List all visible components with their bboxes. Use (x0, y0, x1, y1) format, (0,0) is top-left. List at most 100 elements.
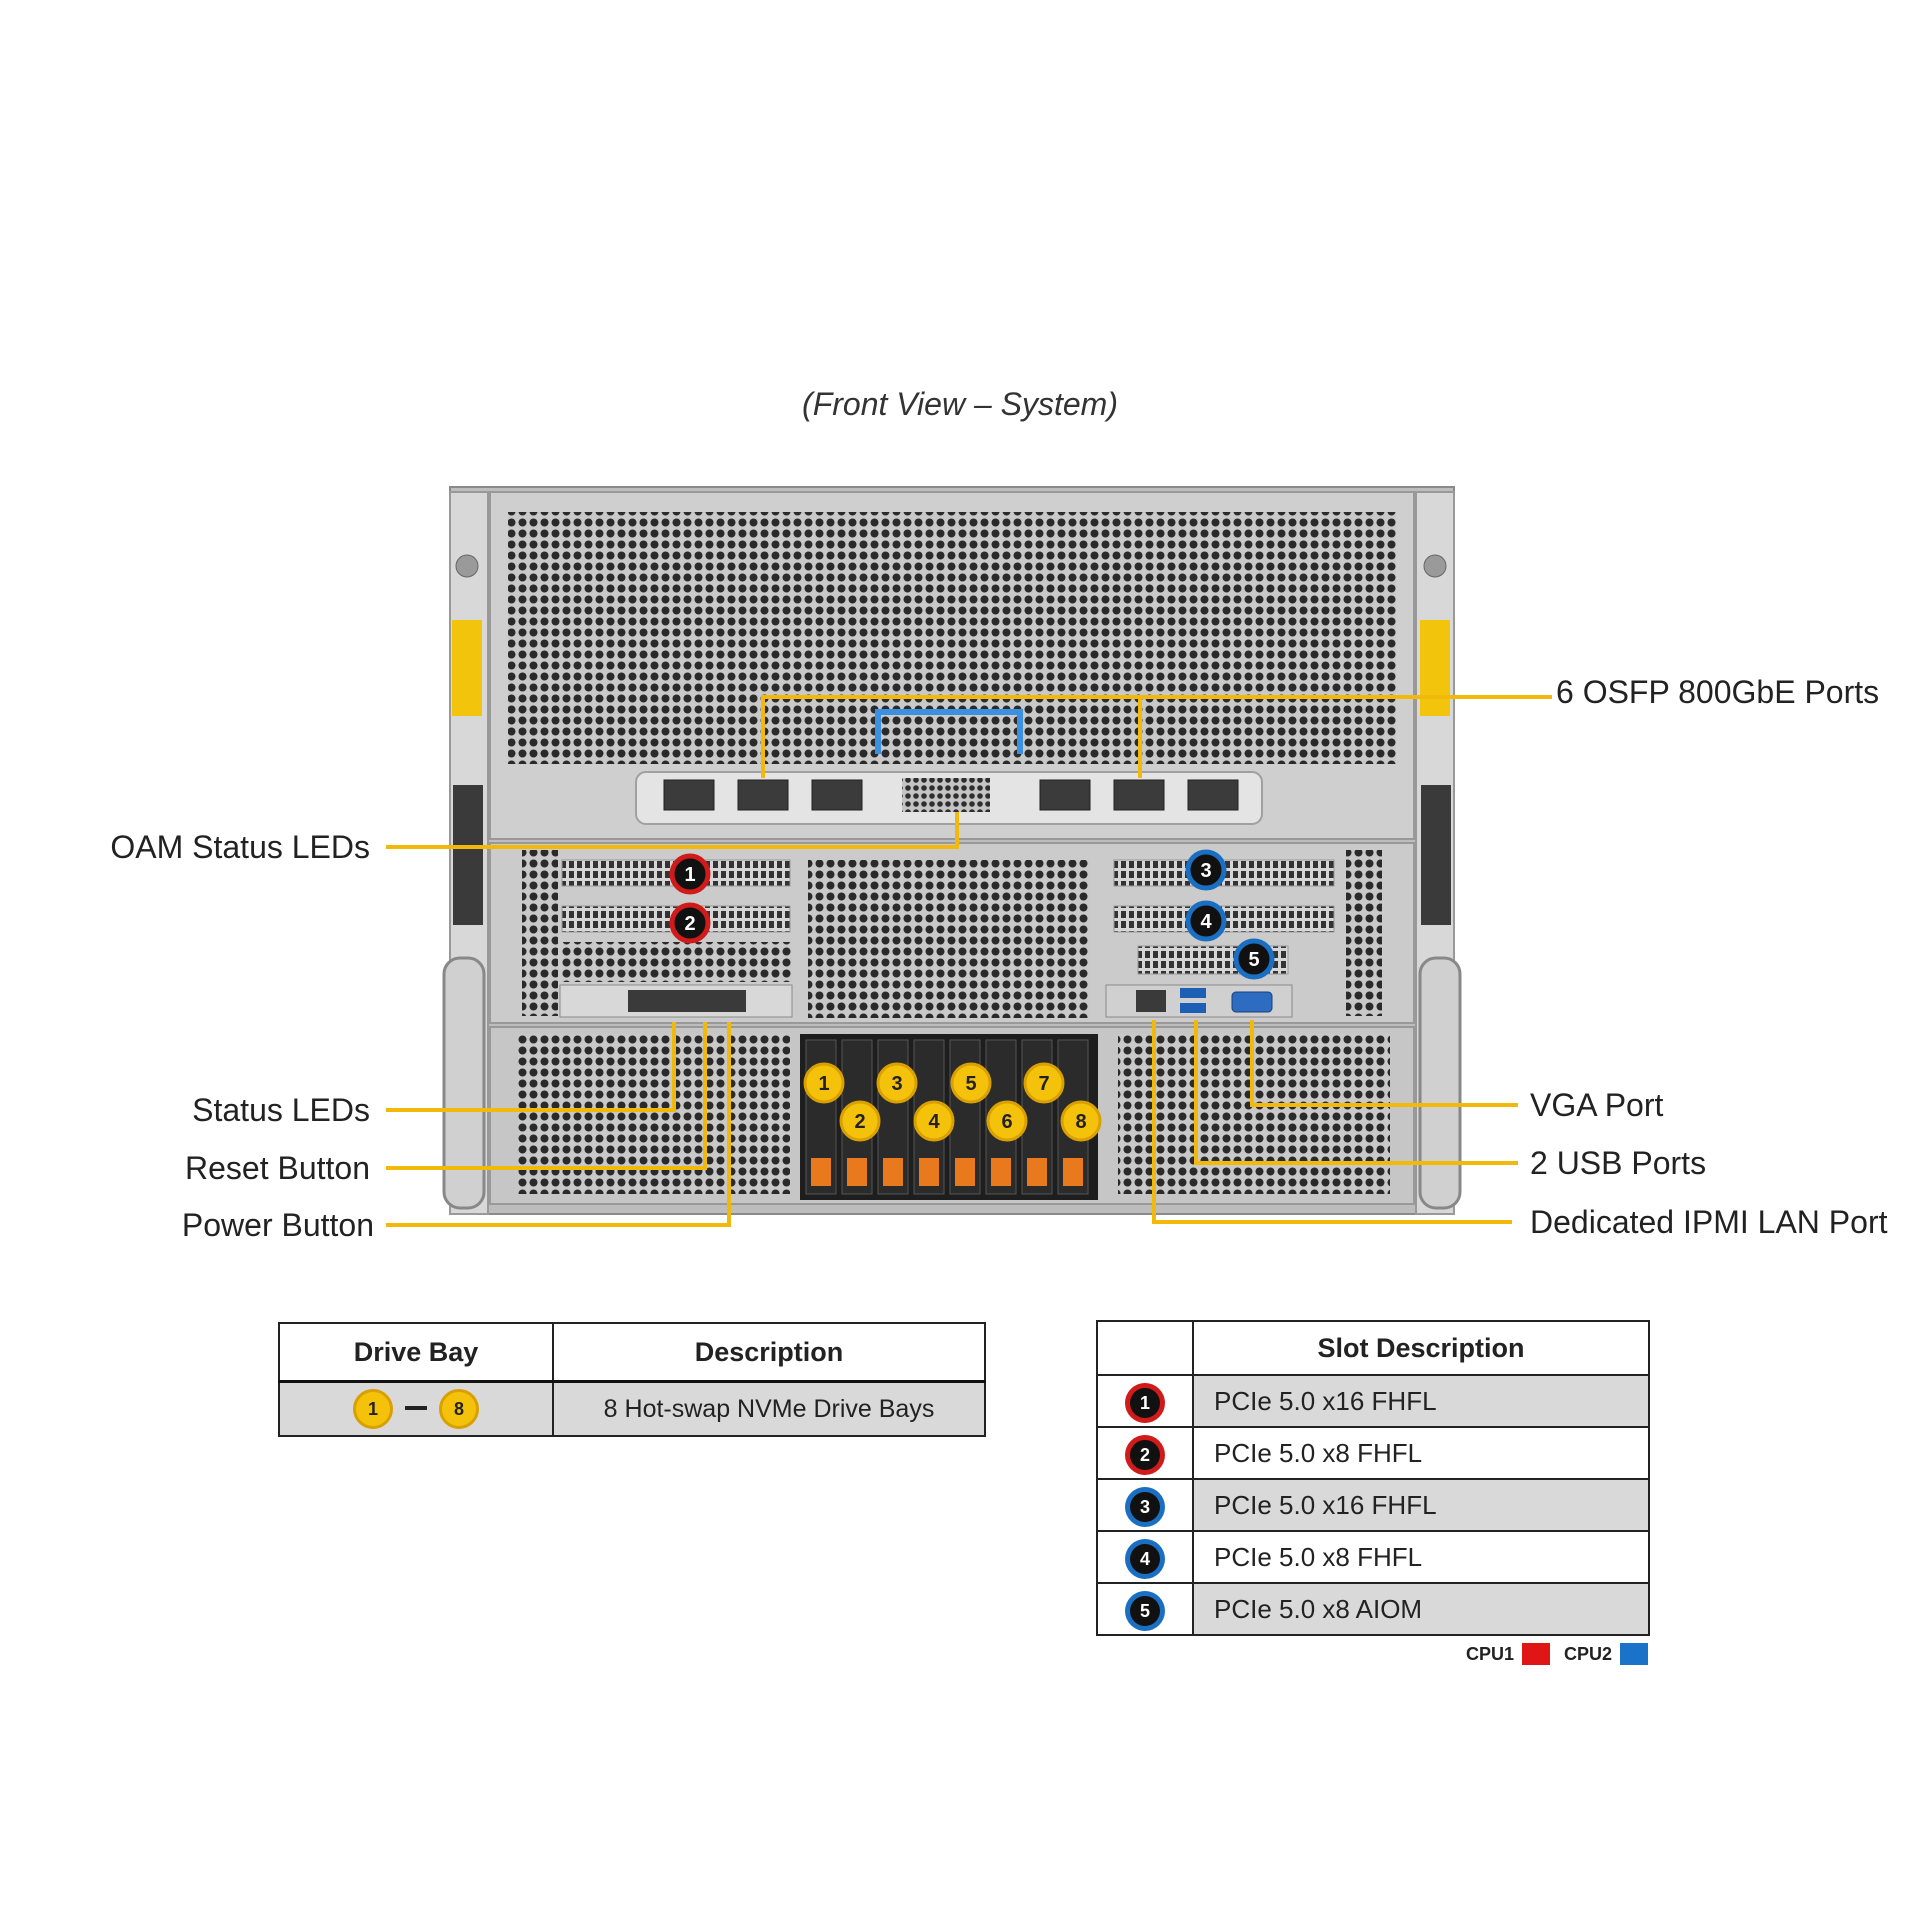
slot-desc: PCIe 5.0 x8 AIOM (1192, 1582, 1650, 1636)
osfp-port (1039, 779, 1091, 811)
usb-port-a (1180, 988, 1206, 998)
slot-badge-2: 2 (1130, 1439, 1160, 1470)
right-brand-plate (1421, 785, 1451, 925)
oam-leader (386, 812, 959, 849)
slot-marker-3: 3 (1185, 849, 1227, 891)
drive-handle (919, 1158, 939, 1186)
callout-power-button: Power Button (181, 1207, 374, 1243)
drive-handle (1027, 1158, 1047, 1186)
osfp-port (811, 779, 863, 811)
slot-description-header: Slot Description (1192, 1320, 1650, 1376)
drive-marker-2: 2 (839, 1100, 881, 1142)
slot-desc: PCIe 5.0 x8 FHFL (1192, 1426, 1650, 1480)
svg-text:2: 2 (684, 913, 695, 935)
table-row: 2 PCIe 5.0 x8 FHFL (1096, 1426, 1650, 1480)
drive-handle (847, 1158, 867, 1186)
drive-handle (1063, 1158, 1083, 1186)
drive-description-cell: 8 Hot-swap NVMe Drive Bays (552, 1380, 986, 1437)
svg-text:2: 2 (854, 1111, 865, 1133)
callout-ipmi-lan-port: Dedicated IPMI LAN Port (1530, 1204, 1888, 1240)
slot-marker-2: 2 (669, 902, 711, 944)
svg-text:4: 4 (1200, 911, 1212, 933)
usb-leader (1194, 1020, 1518, 1165)
slot-badge-5: 5 (1130, 1595, 1160, 1626)
oam-led-panel (902, 778, 990, 812)
ipmi-lan-jack (1136, 990, 1166, 1012)
left-brand-plate (453, 785, 483, 925)
svg-text:1: 1 (684, 864, 695, 886)
center-grill (808, 860, 1090, 1018)
vga-leader (1250, 1020, 1518, 1107)
slot-number-header (1096, 1320, 1194, 1376)
drive-marker-1: 1 (803, 1062, 845, 1104)
cpu1-legend-label: CPU1 (1466, 1644, 1515, 1664)
drive-marker-5: 5 (950, 1062, 992, 1104)
svg-text:5: 5 (965, 1073, 976, 1095)
left-mid-grill (562, 942, 792, 982)
drive-markers: 1 2 3 4 5 6 7 8 (803, 1062, 1102, 1142)
table-row: 4 PCIe 5.0 x8 FHFL (1096, 1530, 1650, 1584)
gpu-tray-grill (508, 512, 1396, 764)
slot-desc: PCIe 5.0 x16 FHFL (1192, 1478, 1650, 1532)
status-leds-leader (386, 1022, 676, 1112)
slot-desc: PCIe 5.0 x8 FHFL (1192, 1530, 1650, 1584)
slot-badge-4: 4 (1130, 1543, 1160, 1574)
callout-oam-status-leds: OAM Status LEDs (110, 829, 370, 865)
reset-button-leader (386, 1022, 707, 1170)
svg-text:7: 7 (1038, 1073, 1049, 1095)
drive-handle (991, 1158, 1011, 1186)
osfp-port (737, 779, 789, 811)
vga-port (1231, 991, 1273, 1013)
range-dash (405, 1406, 427, 1411)
svg-text:3: 3 (891, 1073, 902, 1095)
ipmi-leader (1152, 1020, 1512, 1224)
left-warning-label (452, 620, 482, 716)
osfp-port (1187, 779, 1239, 811)
svg-text:3: 3 (1200, 860, 1211, 882)
callout-reset-button: Reset Button (185, 1150, 370, 1186)
usb-port-b (1180, 1003, 1206, 1013)
slot-description-table: Slot Description 1 PCIe 5.0 x16 FHFL 2 P… (1096, 1320, 1650, 1636)
svg-text:8: 8 (1075, 1111, 1086, 1133)
drive-bay-header: Drive Bay (278, 1322, 554, 1383)
osfp-bracket (875, 709, 1023, 754)
cpu2-legend-swatch (1620, 1643, 1648, 1665)
drive-handle (811, 1158, 831, 1186)
power-button-leader (386, 1022, 731, 1227)
table-row: 1 PCIe 5.0 x16 FHFL (1096, 1374, 1650, 1428)
slot-marker-5: 5 (1233, 938, 1275, 980)
drive-range-end-badge: 8 (439, 1389, 479, 1429)
slot-marker-4: 4 (1185, 900, 1227, 942)
svg-text:4: 4 (928, 1111, 940, 1133)
slot-desc: PCIe 5.0 x16 FHFL (1192, 1374, 1650, 1428)
callout-osfp-ports: 6 OSFP 800GbE Ports (1556, 674, 1880, 710)
slot-badge-3: 3 (1130, 1491, 1160, 1522)
slot-badge-1: 1 (1130, 1387, 1160, 1418)
drive-marker-4: 4 (913, 1100, 955, 1142)
left-handle (442, 956, 486, 1210)
drive-marker-3: 3 (876, 1062, 918, 1104)
table-row: 5 PCIe 5.0 x8 AIOM (1096, 1582, 1650, 1636)
right-side-grill (1346, 850, 1382, 1016)
control-panel-strip (628, 990, 746, 1012)
drive-handle (883, 1158, 903, 1186)
callout-usb-ports: 2 USB Ports (1530, 1145, 1707, 1181)
table-row: 3 PCIe 5.0 x16 FHFL (1096, 1478, 1650, 1532)
cpu1-legend-swatch (1522, 1643, 1550, 1665)
leader-lines (386, 695, 1552, 1227)
drive-marker-7: 7 (1023, 1062, 1065, 1104)
slot-marker-1: 1 (669, 853, 711, 895)
svg-text:6: 6 (1001, 1111, 1012, 1133)
svg-text:5: 5 (1248, 949, 1259, 971)
slot-markers: 1 2 3 4 5 (669, 849, 1275, 980)
drive-handle (955, 1158, 975, 1186)
osfp-leader (761, 695, 1552, 778)
drive-marker-6: 6 (986, 1100, 1028, 1142)
osfp-port (663, 779, 715, 811)
right-handle (1418, 956, 1462, 1210)
osfp-ports (663, 779, 1239, 811)
osfp-port (1113, 779, 1165, 811)
